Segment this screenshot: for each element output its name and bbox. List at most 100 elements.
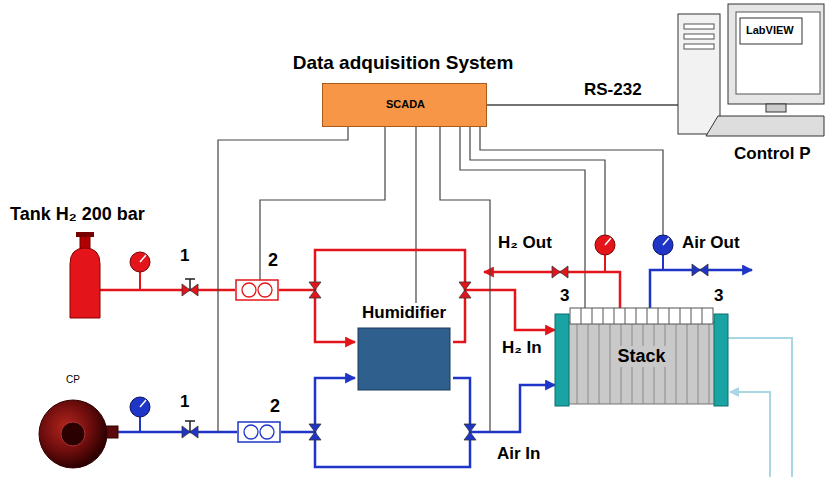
drive-slot: [684, 44, 714, 49]
signal-wire: [460, 127, 585, 308]
gauge-needle: [605, 238, 611, 245]
gauge-dial: [653, 235, 673, 255]
air-compressor: CP: [28, 372, 118, 472]
flow-meter-body: [236, 280, 278, 300]
monitor-screen: [736, 12, 820, 94]
three-way-valve: [464, 424, 476, 440]
air-pipe: [118, 431, 237, 434]
manifold-divider: [702, 308, 703, 324]
manifold-divider: [614, 308, 615, 324]
valve-handle: [185, 420, 195, 422]
valve-symbol: [182, 284, 198, 296]
gauge-stem: [139, 417, 141, 432]
three-way-valve: [309, 424, 321, 440]
bypass-pipe: [315, 432, 470, 467]
pipe-label: Air Out: [682, 233, 740, 253]
node-text: CP: [66, 374, 80, 386]
cell-plate: [599, 322, 600, 404]
control-pc: LabVIEW Control P: [678, 4, 824, 166]
flow-meter-rotor: [258, 283, 272, 297]
pressure-gauge: [595, 235, 615, 272]
compressor-hub: [61, 422, 85, 446]
node-text: SCADA: [386, 98, 425, 111]
cell-plate: [687, 322, 688, 404]
gauge-stem: [662, 255, 664, 270]
stack-body: [567, 322, 716, 404]
outlet-valve: [692, 264, 708, 276]
three-way-valve: [309, 282, 321, 298]
coolant-line: [728, 338, 792, 477]
manifold-divider: [680, 308, 681, 324]
gauge-dial: [130, 397, 150, 417]
signal-wire: [260, 127, 385, 250]
coolant-line: [730, 392, 770, 477]
node-text: 2: [268, 250, 278, 271]
node-text: Stack: [614, 346, 668, 367]
signal-wire: [415, 127, 416, 303]
signal-wire: [259, 250, 260, 280]
pressure-gauge: [130, 252, 150, 290]
outlet-valve: [552, 266, 568, 278]
manifold-divider: [669, 308, 670, 324]
cell-plate: [610, 322, 611, 404]
manual-valve: [182, 421, 198, 438]
manual-valve: [182, 279, 198, 296]
valve-stem: [189, 279, 191, 290]
gauge-stem: [604, 255, 606, 272]
flow-meter-rotor: [244, 425, 258, 439]
callout-number: 3: [560, 286, 569, 306]
node-text: Humidifier: [362, 303, 446, 323]
cell-plate: [709, 322, 710, 404]
monitor-frame: [728, 4, 824, 104]
air-outlet-pipe: [650, 270, 752, 308]
cell-plate: [588, 322, 589, 404]
cell-plate: [676, 322, 677, 404]
connector-label: Air In: [495, 444, 542, 464]
flow-meter-rotor: [260, 425, 274, 439]
flow-meter: 2: [237, 396, 281, 443]
stack-manifold: [570, 308, 713, 324]
gas-cylinder: [70, 248, 100, 318]
gauge-stem: [139, 272, 141, 290]
gauge-dial: [595, 235, 615, 255]
hydrogen-tank: Tank H₂ 200 bar: [8, 204, 178, 322]
manifold-divider: [625, 308, 626, 324]
manifold-divider: [636, 308, 637, 324]
node-text: Tank H₂ 200 bar: [10, 204, 145, 225]
flow-meter-body: [238, 422, 280, 442]
manifold-divider: [647, 308, 648, 324]
valve-symbol: [182, 426, 198, 438]
manifold-divider: [592, 308, 593, 324]
scada-box: SCADA: [322, 83, 487, 127]
gauge-needle: [663, 238, 669, 245]
manifold-divider: [581, 308, 582, 324]
end-plate: [555, 314, 569, 406]
fuel-cell-stack: Stack: [555, 308, 728, 408]
callout-number: 1: [180, 246, 189, 266]
manifold-divider: [603, 308, 604, 324]
pressure-gauge: [130, 397, 150, 432]
node-text: 2: [270, 396, 280, 417]
serial-link: [487, 104, 678, 105]
humidifier-body: [358, 328, 450, 390]
three-way-valve: [459, 282, 471, 298]
flow-meter-rotor: [242, 283, 256, 297]
connector-label: RS-232: [582, 80, 644, 100]
node-text: LabVIEW: [746, 24, 794, 37]
tank-cap: [76, 232, 94, 237]
valve-stem: [189, 421, 191, 432]
cell-plate: [577, 322, 578, 404]
drive-slot: [684, 34, 714, 39]
tank-pipe: [100, 289, 178, 292]
air-compressor-outline: [28, 372, 118, 472]
manifold-divider: [691, 308, 692, 324]
signal-wire: [218, 127, 348, 432]
monitor-stand: [766, 104, 786, 112]
gauge-needle: [140, 255, 146, 262]
end-plate: [714, 314, 728, 406]
callout-number: 1: [180, 392, 189, 412]
node-text: Control P: [734, 144, 811, 164]
gauge-needle: [140, 400, 146, 407]
drive-slot: [684, 24, 714, 29]
